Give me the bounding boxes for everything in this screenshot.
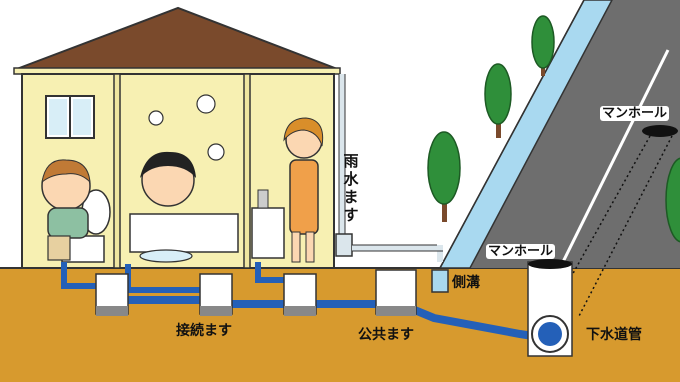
- road-center-line: [558, 49, 670, 269]
- rain-masu-label: 雨水ます: [343, 152, 359, 224]
- connection-masu-label: 接続ます: [176, 323, 232, 339]
- bubble: [196, 94, 216, 114]
- window: [45, 95, 95, 139]
- rain-pipe-outline: [352, 244, 443, 252]
- ground-manhole-label: マンホール: [486, 244, 556, 259]
- tree: [665, 157, 680, 243]
- kitchen-person: [251, 117, 324, 263]
- road-edge-line: [439, 0, 585, 269]
- bath-person: [129, 151, 239, 263]
- rain-masu-box: [335, 233, 353, 257]
- side-ditch-label: 側溝: [452, 275, 480, 291]
- road-manhole-label: マンホール: [600, 106, 670, 121]
- public-masu-label: 公共ます: [358, 327, 414, 343]
- tree: [484, 63, 512, 138]
- drain-pipe: [255, 262, 290, 283]
- road: [470, 0, 680, 268]
- side-ditch: [431, 269, 449, 293]
- house-roof: [13, 6, 341, 71]
- road-manhole: [642, 125, 678, 137]
- house-pillar: [113, 73, 121, 269]
- toilet-person: [41, 159, 111, 263]
- sewer-pipe-label: 下水道管: [586, 327, 642, 343]
- tree: [427, 131, 461, 222]
- manhole-guide-line: [577, 135, 673, 319]
- tree: [531, 15, 555, 76]
- rain-downpipe-outline: [338, 74, 346, 240]
- connection-masu: [283, 273, 317, 316]
- bubble: [207, 143, 225, 161]
- connection-masu: [95, 273, 129, 316]
- connection-masu: [199, 273, 233, 316]
- house-pillar: [243, 73, 251, 269]
- public-masu-box: [375, 269, 417, 316]
- rain-pipe-to-ditch: [352, 245, 443, 262]
- sewer-pipe: [531, 315, 569, 353]
- bubble: [148, 110, 164, 126]
